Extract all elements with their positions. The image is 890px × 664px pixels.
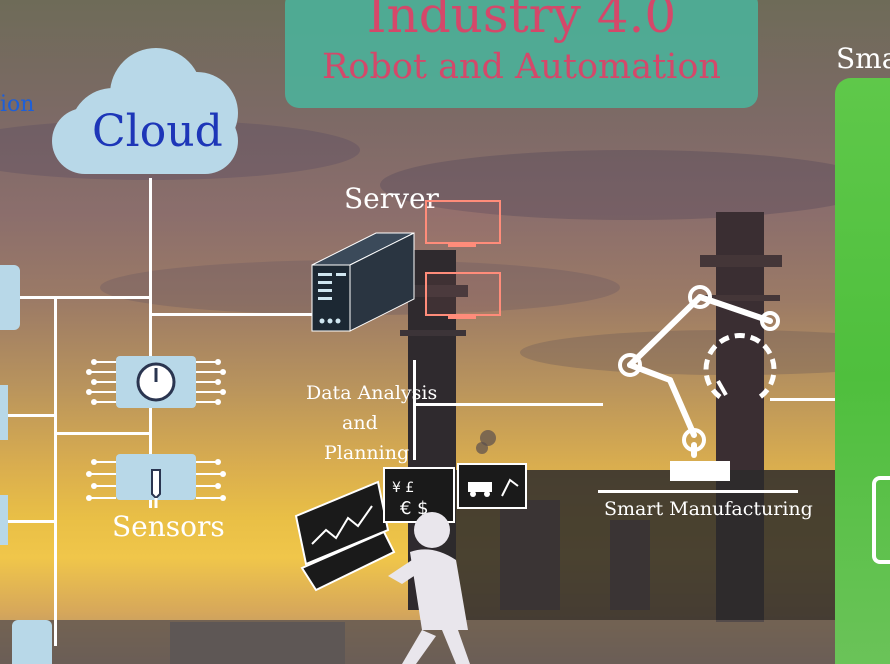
title-main: Industry 4.0 bbox=[366, 0, 677, 44]
title-sub: Robot and Automation bbox=[322, 47, 721, 87]
robot-arm-icon bbox=[600, 285, 790, 485]
connector-line bbox=[0, 414, 57, 417]
right-edge-label: Sma bbox=[836, 42, 890, 75]
server-label: Server bbox=[344, 182, 439, 215]
svg-text:€ $: € $ bbox=[400, 498, 429, 519]
monitor-stand bbox=[448, 244, 476, 247]
server-icon bbox=[310, 225, 420, 333]
monitor-stand bbox=[448, 316, 476, 319]
title-box: Industry 4.0 Robot and Automation bbox=[285, 0, 758, 108]
sensor-gauge-icon bbox=[86, 350, 226, 414]
data-analysis-label-line3: Planning bbox=[324, 442, 410, 464]
connector-line bbox=[54, 432, 152, 435]
cloud-icon bbox=[52, 48, 238, 178]
sensor-probe-icon bbox=[86, 450, 226, 514]
connector-line bbox=[0, 296, 152, 299]
monitor-icon bbox=[425, 272, 501, 316]
data-analysis-label-line1: Data Analysis bbox=[306, 382, 438, 404]
connector-line bbox=[598, 490, 798, 493]
device-icon bbox=[872, 476, 890, 564]
currency-icon: ¥ £ € $ bbox=[383, 467, 455, 523]
cloud-label: Cloud bbox=[92, 106, 223, 157]
connector-line bbox=[0, 520, 57, 523]
sensors-label: Sensors bbox=[112, 510, 225, 543]
svg-text:¥ £: ¥ £ bbox=[392, 480, 414, 496]
connector-line bbox=[413, 403, 603, 406]
edge-device-box bbox=[0, 265, 20, 330]
smart-panel bbox=[835, 78, 890, 664]
person-at-workstation-icon: ¥ £ € $ bbox=[292, 460, 532, 664]
car-icon bbox=[457, 463, 527, 509]
monitor-icon bbox=[425, 200, 501, 244]
data-analysis-label-line2: and bbox=[342, 412, 378, 434]
connector-line bbox=[770, 398, 840, 401]
connector-line bbox=[149, 178, 152, 508]
edge-device-box bbox=[0, 495, 8, 545]
edge-device-box bbox=[12, 620, 52, 664]
connector-line bbox=[54, 296, 57, 646]
edge-device-box bbox=[0, 385, 8, 440]
left-edge-label: ion bbox=[0, 92, 35, 117]
connector-line bbox=[152, 313, 314, 316]
sky-cloud bbox=[380, 150, 880, 220]
chart-icon bbox=[294, 480, 390, 566]
smart-manufacturing-label: Smart Manufacturing bbox=[604, 498, 813, 520]
connector-line bbox=[413, 360, 416, 460]
